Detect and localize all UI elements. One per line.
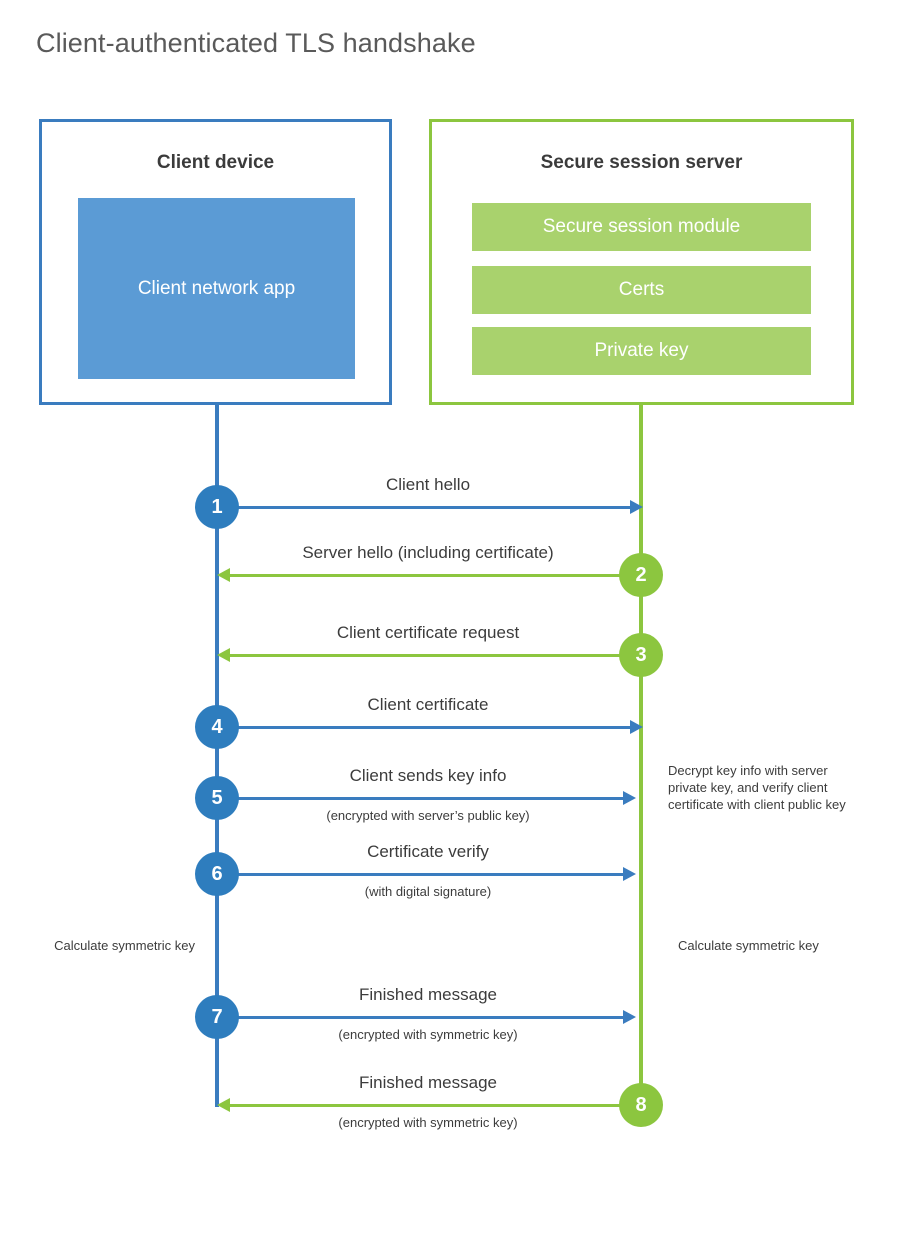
- step-badge-7: 7: [195, 995, 239, 1039]
- message-arrow-shaft-7: [217, 1016, 629, 1019]
- arrow-head-left-icon: [217, 568, 230, 582]
- server-note-decrypt: Decrypt key info with server private key…: [668, 763, 846, 812]
- step-badge-6: 6: [195, 852, 239, 896]
- step-badge-4: 4: [195, 705, 239, 749]
- message-label-3: Client certificate request: [336, 623, 520, 642]
- client-network-app-block: Client network app: [78, 198, 355, 379]
- step-badge-1: 1: [195, 485, 239, 529]
- client-lifeline: [215, 405, 219, 1107]
- secure-session-server-box: Secure session server Secure session mod…: [429, 119, 854, 405]
- message-sublabel-7: (encrypted with symmetric key): [338, 1027, 518, 1042]
- message-sublabel-6: (with digital signature): [364, 884, 492, 899]
- message-label-4: Client certificate: [367, 695, 489, 714]
- server-block-private-key: Private key: [472, 327, 811, 375]
- server-block-certs: Certs: [472, 266, 811, 314]
- arrow-head-right-icon: [623, 791, 636, 805]
- arrow-head-left-icon: [217, 1098, 230, 1112]
- arrow-head-right-icon: [623, 1010, 636, 1024]
- message-arrow-shaft-3: [228, 654, 640, 657]
- message-sublabel-8: (encrypted with symmetric key): [338, 1115, 518, 1130]
- step-badge-2: 2: [619, 553, 663, 597]
- server-lifeline: [639, 405, 643, 1107]
- message-label-2: Server hello (including certificate): [302, 543, 554, 562]
- message-arrow-shaft-1: [217, 506, 637, 509]
- client-note-calculate-symmetric-key: Calculate symmetric key: [54, 938, 195, 953]
- message-arrow-shaft-8: [228, 1104, 640, 1107]
- message-label-5: Client sends key info: [349, 766, 507, 785]
- secure-session-server-title: Secure session server: [540, 152, 743, 173]
- server-block-secure-session-module: Secure session module: [472, 203, 811, 251]
- message-label-8: Finished message: [359, 1073, 497, 1092]
- message-sublabel-5: (encrypted with server’s public key): [326, 808, 530, 823]
- arrow-head-left-icon: [217, 648, 230, 662]
- arrow-head-right-icon: [623, 867, 636, 881]
- message-arrow-shaft-2: [228, 574, 640, 577]
- message-label-1: Client hello: [385, 475, 471, 494]
- step-badge-8: 8: [619, 1083, 663, 1127]
- message-arrow-shaft-6: [217, 873, 629, 876]
- page-title: Client-authenticated TLS handshake: [36, 28, 476, 58]
- message-label-7: Finished message: [359, 985, 497, 1004]
- arrow-head-right-icon: [630, 500, 643, 514]
- step-badge-5: 5: [195, 776, 239, 820]
- client-device-box: Client device Client network app: [39, 119, 392, 405]
- step-badge-3: 3: [619, 633, 663, 677]
- client-device-title: Client device: [156, 152, 275, 173]
- arrow-head-right-icon: [630, 720, 643, 734]
- message-label-6: Certificate verify: [367, 842, 489, 861]
- message-arrow-shaft-4: [217, 726, 637, 729]
- server-note-calculate-symmetric-key: Calculate symmetric key: [678, 938, 819, 953]
- message-arrow-shaft-5: [217, 797, 629, 800]
